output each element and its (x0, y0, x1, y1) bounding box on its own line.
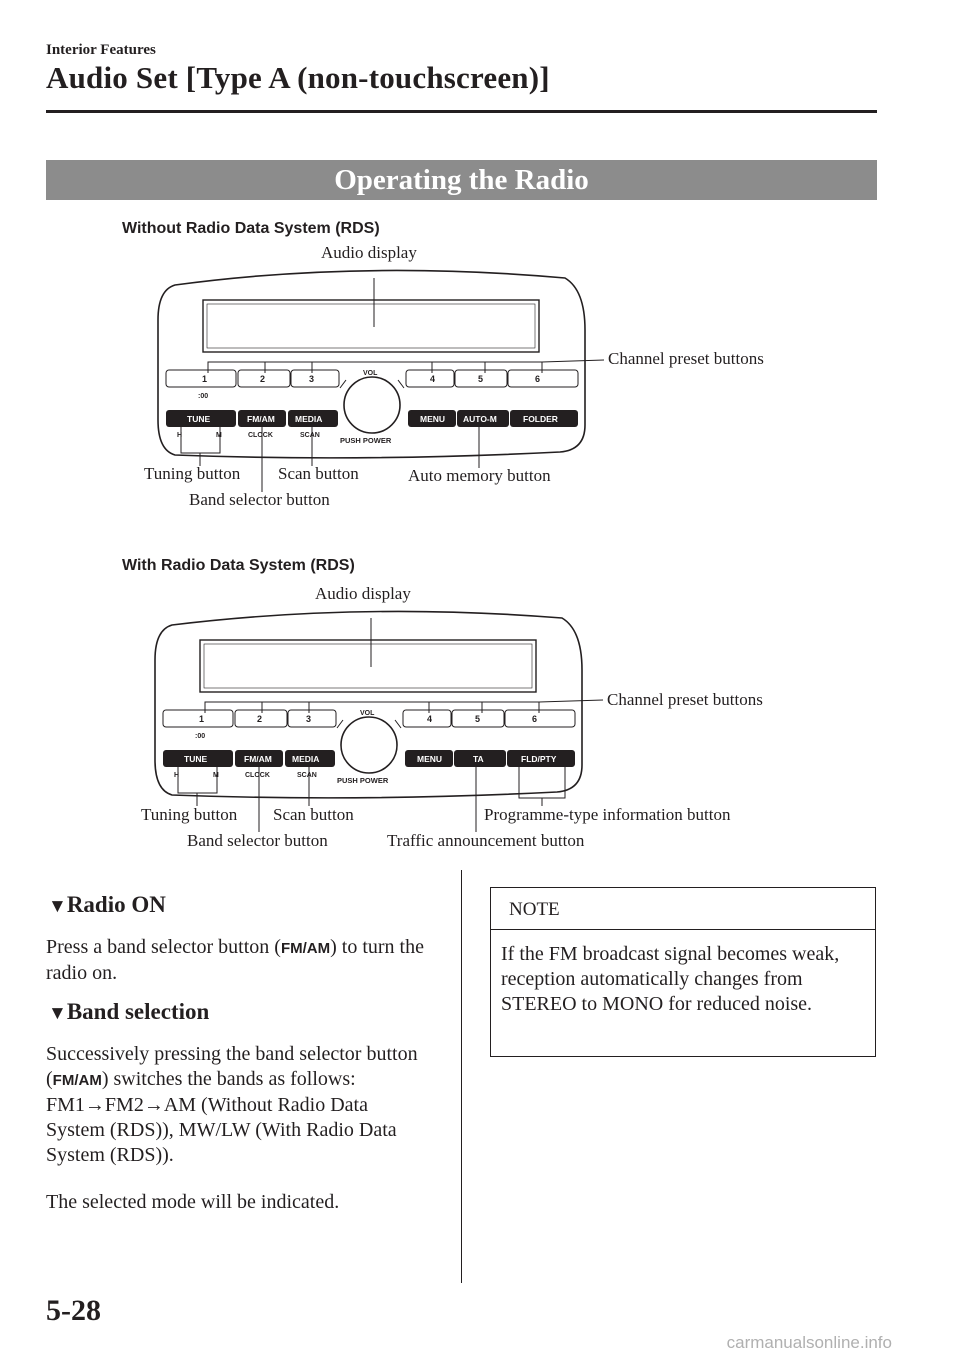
audio-display-screen (202, 299, 540, 353)
audio-display-screen-2 (199, 639, 537, 693)
fmam-key: FM/AM (52, 1072, 102, 1089)
triangle-icon: ▼ (48, 1003, 67, 1024)
preset-6-label-2: 6 (532, 714, 537, 724)
section-banner: Operating the Radio (46, 160, 877, 200)
callout-traffic: Traffic announcement button (387, 831, 585, 850)
preset-3-label: 3 (309, 374, 314, 384)
preset-1-label-2: 1 (199, 714, 204, 724)
preset-4-label-2: 4 (427, 714, 432, 724)
column-divider (461, 870, 462, 1283)
volume-knob-2 (340, 716, 398, 774)
m-label: M (216, 432, 222, 439)
radio-on-text: Press a band selector button (FM/AM) to … (46, 936, 424, 984)
preset-row-right-2: 4 5 6 (402, 709, 576, 728)
preset-2-label: 2 (260, 374, 265, 384)
clock-digits: :00 (198, 393, 208, 400)
section-label: Interior Features (46, 42, 156, 58)
watermark: carmanualsonline.info (726, 1333, 892, 1352)
callout-scan: Scan button (278, 464, 359, 483)
auto-m-label: AUTO-M (463, 414, 497, 424)
fmam-label: FM/AM (247, 414, 275, 424)
push-power-label-2: PUSH POWER (337, 776, 389, 785)
page-number: 5-28 (46, 1294, 101, 1327)
band-selection-heading: ▼Band selection (48, 999, 210, 1024)
clock-label-2: CLOCK (245, 772, 270, 779)
fmam-key: FM/AM (280, 940, 331, 957)
folder-label: FOLDER (523, 414, 558, 424)
vol-label-2: VOL (360, 710, 375, 717)
radio-on-heading: ▼Radio ON (48, 892, 166, 917)
diagram1-title: Without Radio Data System (RDS) (122, 220, 380, 237)
callout-audio-display-2: Audio display (315, 584, 411, 603)
callout-scan-2: Scan button (273, 805, 354, 824)
scan-label: SCAN (300, 432, 320, 439)
note-text: If the FM broadcast signal becomes weak,… (501, 943, 840, 1015)
callout-audio-display: Audio display (321, 243, 417, 262)
m-label-2: M (213, 772, 219, 779)
preset-row-right: 4 5 6 (405, 369, 579, 388)
callout-channel-preset-2: Channel preset buttons (607, 690, 763, 709)
preset-1-label: 1 (202, 374, 207, 384)
preset-3-label-2: 3 (306, 714, 311, 724)
band-selection-text-2: The selected mode will be indicated. (46, 1191, 340, 1213)
callout-band-selector-2: Band selector button (187, 831, 328, 850)
radio-panel-diagram-2: 1 2 3 4 5 6 :00 VOL PUSH POWER TUNE FM/A… (154, 610, 604, 832)
ta-label: TA (473, 754, 484, 764)
preset-6-label: 6 (535, 374, 540, 384)
callout-channel-preset: Channel preset buttons (608, 349, 764, 368)
callout-tuning-2: Tuning button (141, 805, 238, 824)
clock-digits-2: :00 (195, 733, 205, 740)
tune-label: TUNE (187, 414, 210, 424)
scan-label-2: SCAN (297, 772, 317, 779)
fmam-label-2: FM/AM (244, 754, 272, 764)
page-title: Audio Set [Type A (non-touchscreen)] (46, 60, 550, 95)
radio-panel-diagram-1: 1 2 3 4 5 6 :00 VOL PUSH POWER TUNE FM/A… (157, 269, 605, 492)
callout-pty: Programme-type information button (484, 805, 731, 824)
preset-row-left-2: 1 2 3 (162, 709, 337, 728)
triangle-icon: ▼ (48, 896, 67, 917)
fld-pty-label: FLD/PTY (521, 754, 557, 764)
h-label-2: H (174, 772, 179, 779)
tune-label-2: TUNE (184, 754, 207, 764)
preset-4-label: 4 (430, 374, 435, 384)
media-label-2: MEDIA (292, 754, 319, 764)
menu-label: MENU (420, 414, 445, 424)
h-label: H (177, 432, 182, 439)
note-box: NOTE If the FM broadcast signal becomes … (490, 887, 876, 1057)
media-label: MEDIA (295, 414, 322, 424)
preset-2-label-2: 2 (257, 714, 262, 724)
diagram2-title: With Radio Data System (RDS) (122, 557, 355, 574)
callout-tuning: Tuning button (144, 464, 241, 483)
preset-5-label: 5 (478, 374, 483, 384)
menu-label-2: MENU (417, 754, 442, 764)
volume-knob (343, 376, 401, 434)
vol-label: VOL (363, 370, 378, 377)
push-power-label: PUSH POWER (340, 436, 392, 445)
preset-5-label-2: 5 (475, 714, 480, 724)
preset-row-left: 1 2 3 (165, 369, 340, 388)
callout-auto-memory: Auto memory button (408, 466, 551, 485)
callout-band-selector: Band selector button (189, 490, 330, 509)
title-rule (46, 110, 877, 113)
band-selection-text: Successively pressing the band selector … (46, 1043, 418, 1166)
clock-label: CLOCK (248, 432, 273, 439)
note-heading: NOTE (491, 888, 875, 930)
